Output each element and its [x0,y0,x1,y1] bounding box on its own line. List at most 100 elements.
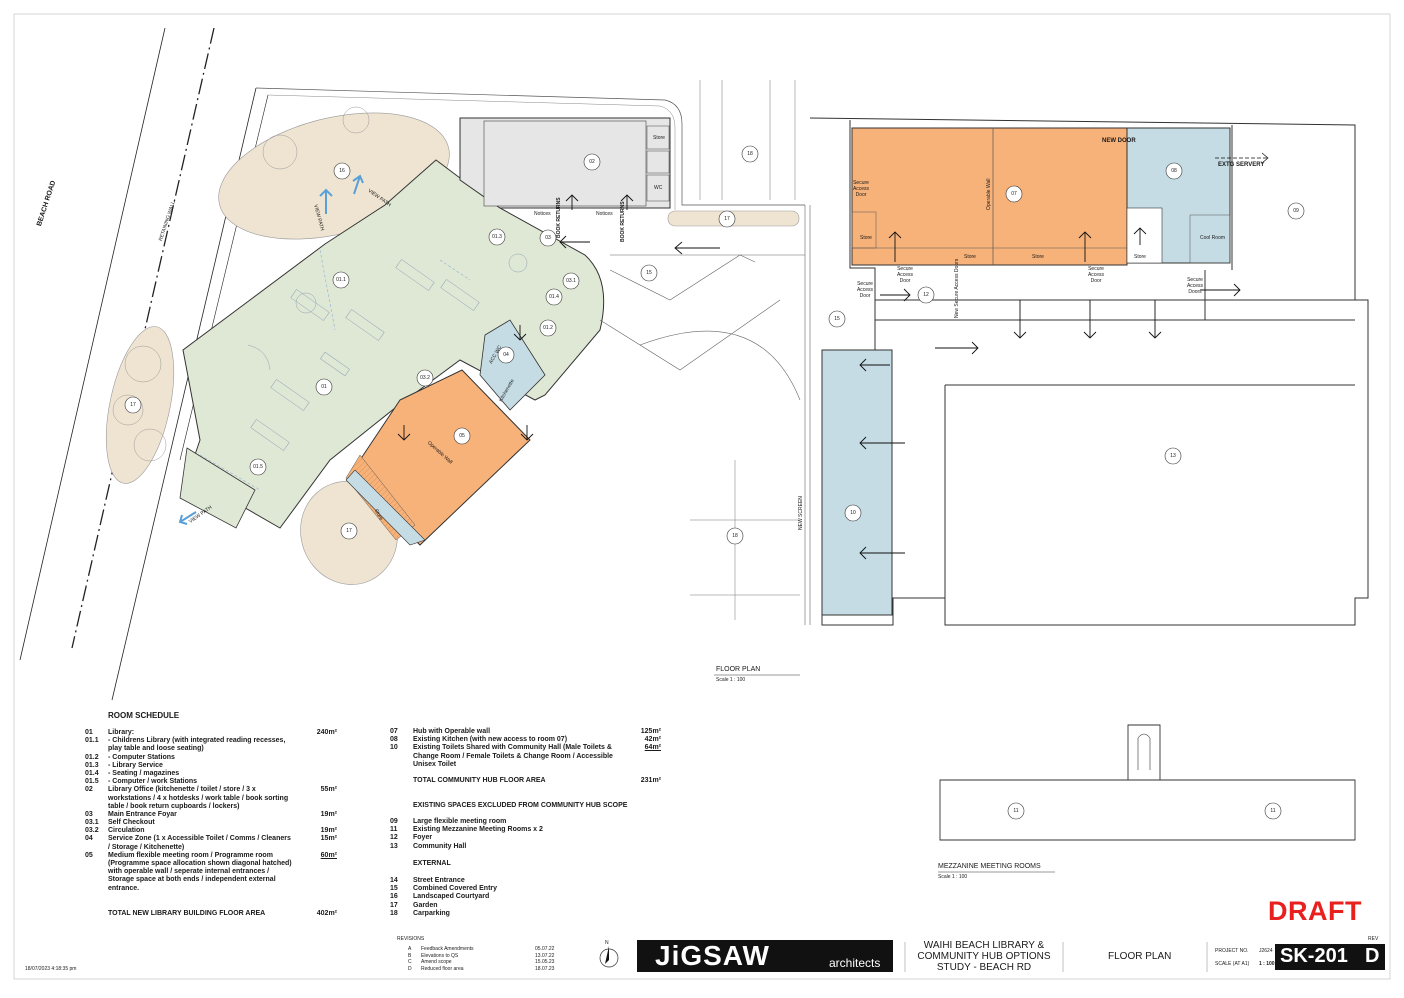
area: 125m² [640,728,661,735]
schedule-left: 01 Library: 240m² 01.1 - Childrens Library … [85,729,337,893]
text: with operable wall / seperate internal e… [108,868,270,876]
schedule-row: play table and loose seating) [85,745,337,753]
toilets-room-10 [821,349,893,616]
tag-11-east: 11 [1270,808,1276,814]
rev-desc: Amend scope [421,959,452,965]
secure-doors-label: Secure Access Doors [1186,277,1204,295]
new-screen-label: NEW SCREEN [798,496,804,530]
code: 05 [85,851,93,859]
floor-plan-caption: FLOOR PLAN [716,666,761,673]
text: Foyer [413,834,433,842]
sheet-number-box [1275,944,1385,970]
text: Street Entrance [413,877,465,884]
code: 01.1 [85,737,99,745]
tag-04: 04 [503,352,509,358]
text: workstations / 4 x hotdesks / work table… [108,794,289,802]
service-zone-04 [479,319,546,411]
tag-03-2: 03.2 [420,375,430,381]
schedule-row: 01 Library: 240m² [85,729,337,737]
text: Existing Toilets Shared with Community H… [413,744,612,752]
total-area: 402m² [316,910,337,917]
text: Landscaped Courtyard [413,893,490,901]
rev-desc: Feedback Amendments [421,946,474,952]
extg-servery-label: EXTG SERVERY [1218,162,1265,168]
rev-desc: Reduced floor area [421,965,464,972]
store-label-4: Store [1032,254,1044,260]
text: table / book return cupboards / lockers) [108,802,240,810]
scale-label: SCALE (AT A1) [1215,961,1250,967]
floor-plan-scale: Scale 1 : 100 [716,677,746,683]
schedule-row: Change Room / Female Toilets & Change Ro… [390,753,661,761]
tag-17-west: 17 [130,402,136,408]
tag-01-5: 01.5 [253,464,263,470]
tag-05: 05 [459,433,465,439]
text: Carparking [413,909,450,917]
project-title: WAIHI BEACH LIBRARY & COMMUNITY HUB OPTI… [908,940,1060,973]
code: 11 [390,826,398,834]
code: 03.2 [85,827,99,835]
schedule-row: entrance. [85,885,337,893]
text: Existing Mezzanine Meeting Rooms x 2 [413,826,543,834]
text: Large flexible meeting room [413,818,507,825]
tag-13: 13 [1170,453,1176,459]
text: Circulation [108,827,145,835]
store-label-1: Store [653,135,665,141]
tag-01-3: 01.3 [492,234,502,240]
mezzanine-plan [939,724,1356,841]
schedule-row: 11 Existing Mezzanine Meeting Rooms x 2 [390,826,650,834]
code: 17 [390,901,398,909]
cool-room-label: Cool Room [1200,235,1226,241]
project-title-line-1: WAIHI BEACH LIBRARY & [923,940,1045,951]
schedule-row: Storage space at both ends / independent… [85,876,337,884]
code: 01 [85,729,93,736]
logo-subtext: architects [829,956,881,970]
code: 16 [390,893,398,901]
draft-stamp: DRAFT [1268,896,1362,926]
text: - Childrens Library (with integrated rea… [108,737,286,745]
code: 08 [390,736,398,744]
logo-text: JiGSAW [655,940,770,971]
store-label-3: Store [964,254,976,260]
text: (Programme space allocation shown diagon… [108,860,292,867]
text: - Seating / magazines [108,769,180,777]
project-no: J2624 [1259,948,1273,954]
area: 60m² [320,851,337,859]
tag-17-strip: 17 [724,216,730,222]
text: Garden [413,901,438,909]
schedule-row: 01.4- Seating / magazines [85,770,337,778]
store-label-5: Store [1134,254,1146,260]
area: 42m² [644,736,661,744]
area: 240m² [316,729,337,736]
tag-08: 08 [1171,168,1177,174]
text: Storage space at both ends / independent… [108,876,276,884]
secure-door-label-2: Secure Access Door [896,266,914,284]
schedule-row: (Programme space allocation shown diagon… [85,860,337,868]
new-secure-doors-label: New Secure Access Doors [954,258,960,318]
external-title: EXTERNAL [413,860,451,867]
schedule-row: workstations / 4 x hotdesks / work table… [85,795,337,803]
rev-letter: D [408,965,412,972]
tag-12: 12 [923,292,929,298]
code: 07 [390,728,398,735]
tag-11-west: 11 [1013,808,1019,814]
text: / Storage / Kitchenette) [108,843,185,851]
text: Library: [108,729,135,736]
tag-01-2: 01.2 [543,325,553,331]
area: 19m² [320,827,337,835]
secure-door-label-1: Secure Access Door [852,180,870,198]
